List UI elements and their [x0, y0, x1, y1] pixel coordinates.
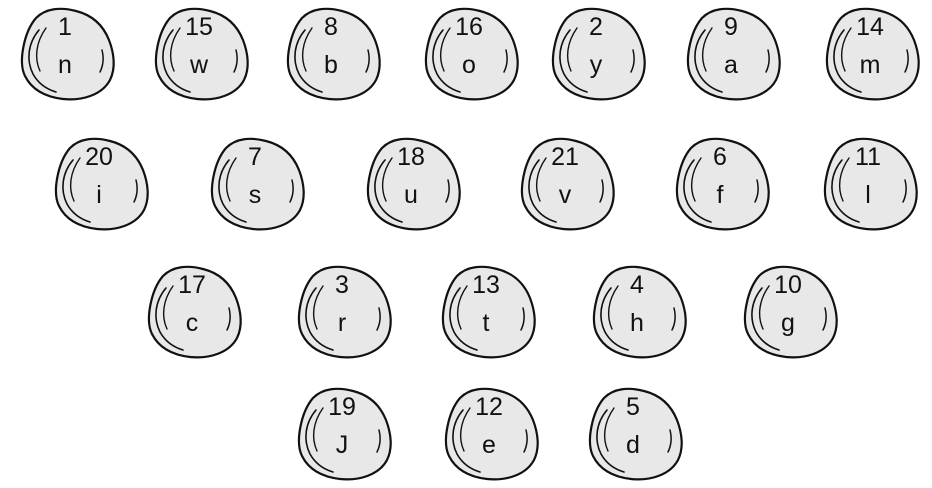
- stone-letter: n: [6, 52, 124, 78]
- stone: 13 t: [427, 256, 545, 366]
- stone-letter: i: [40, 182, 158, 208]
- stone-letter: m: [811, 52, 929, 78]
- stone-number: 5: [574, 394, 692, 420]
- stone-letter: s: [196, 182, 314, 208]
- stone-letter: b: [272, 52, 390, 78]
- stone-letter: g: [729, 310, 847, 336]
- stone-letter: e: [430, 432, 548, 458]
- stone-letter: h: [578, 310, 696, 336]
- stone: 20 i: [40, 128, 158, 238]
- stone-letter: J: [283, 432, 401, 458]
- stone-number: 13: [427, 272, 545, 298]
- stone-letter: c: [133, 310, 251, 336]
- stone: 11 l: [809, 128, 927, 238]
- stone-number: 19: [283, 394, 401, 420]
- stone-letter: l: [809, 182, 927, 208]
- stone-number: 3: [283, 272, 401, 298]
- stone: 16 o: [410, 0, 528, 108]
- stone-number: 1: [6, 14, 124, 40]
- stone-letter: w: [140, 52, 258, 78]
- stone-number: 7: [196, 144, 314, 170]
- stone-number: 11: [809, 144, 927, 170]
- stone-number: 4: [578, 272, 696, 298]
- stone: 21 v: [506, 128, 624, 238]
- stone: 18 u: [352, 128, 470, 238]
- stone-number: 12: [430, 394, 548, 420]
- stone-number: 2: [537, 14, 655, 40]
- stone-letter: u: [352, 182, 470, 208]
- stone-letter: d: [574, 432, 692, 458]
- stone-letter: t: [427, 310, 545, 336]
- stone-letter: o: [410, 52, 528, 78]
- stone-letter: v: [506, 182, 624, 208]
- stone-number: 18: [352, 144, 470, 170]
- stone-number: 17: [133, 272, 251, 298]
- stone-letter: a: [672, 52, 790, 78]
- stone-number: 20: [40, 144, 158, 170]
- stone-number: 14: [811, 14, 929, 40]
- stone: 17 c: [133, 256, 251, 366]
- stone-number: 10: [729, 272, 847, 298]
- stone-letter: y: [537, 52, 655, 78]
- stone: 12 e: [430, 378, 548, 488]
- stone: 10 g: [729, 256, 847, 366]
- stone: 14 m: [811, 0, 929, 108]
- stone-number: 15: [140, 14, 258, 40]
- stone-number: 21: [506, 144, 624, 170]
- stone-number: 16: [410, 14, 528, 40]
- stone-letter: r: [283, 310, 401, 336]
- stone-number: 8: [272, 14, 390, 40]
- stone-letter: f: [661, 182, 779, 208]
- stone-number: 9: [672, 14, 790, 40]
- stone-number: 6: [661, 144, 779, 170]
- stone: 15 w: [140, 0, 258, 108]
